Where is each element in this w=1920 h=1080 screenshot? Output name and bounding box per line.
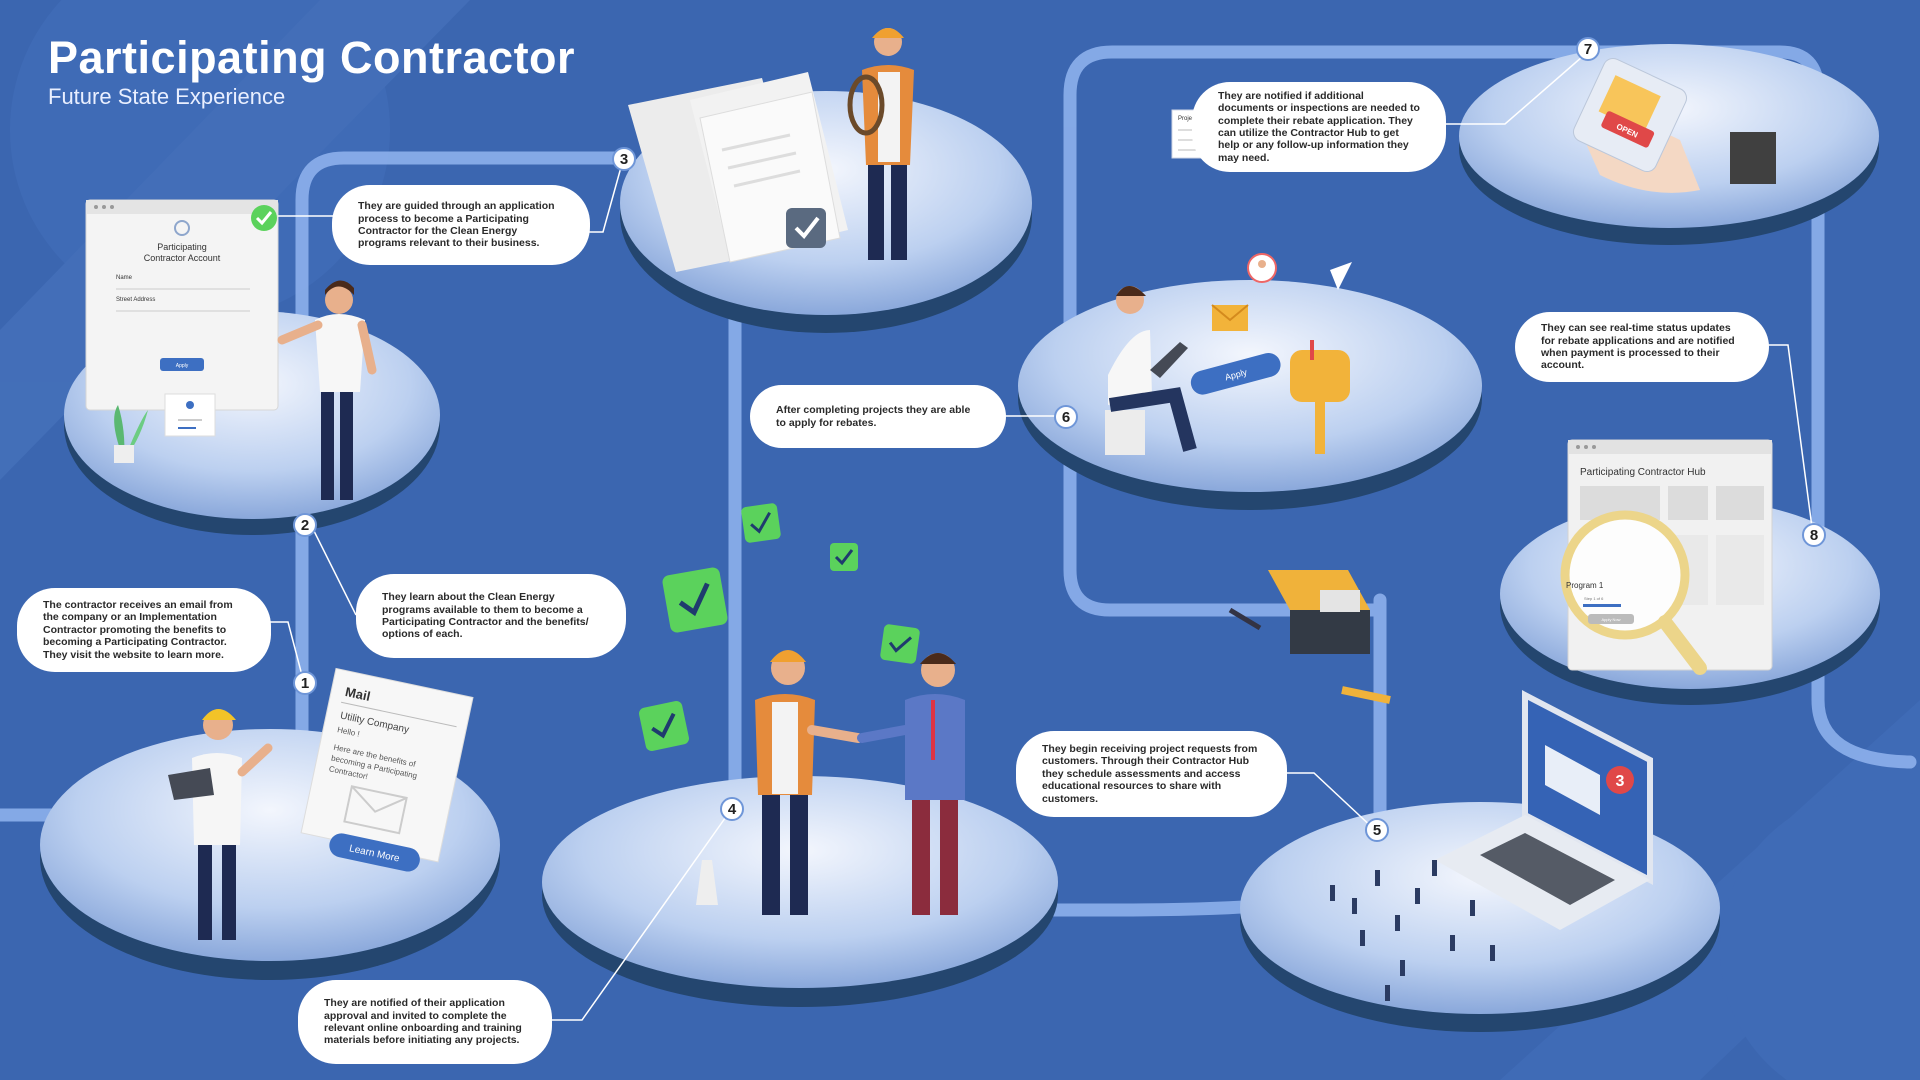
step-7-description: They are notified if additional document…: [1192, 82, 1446, 172]
hub-title: Participating Contractor Hub: [1580, 467, 1706, 478]
account-apply-button: [160, 358, 204, 371]
handshake-people: [696, 650, 965, 915]
step-marker-6: 6: [1054, 405, 1078, 429]
hub-step-label: Step 1 of 6: [1584, 596, 1604, 601]
hub-program-label: Program 1: [1566, 581, 1604, 590]
traffic-cone-icon: [696, 860, 718, 905]
step-4-description: They are notified of their application a…: [298, 980, 552, 1064]
learn-more-button: [329, 833, 420, 872]
document-check-icon: [786, 208, 826, 248]
mail-title: Mail: [344, 684, 372, 704]
step-3-description: They are guided through an application p…: [332, 185, 590, 265]
step-marker-3: 3: [612, 147, 636, 171]
step-marker-4: 4: [720, 797, 744, 821]
account-name-label: Name: [116, 275, 133, 281]
notification-count: 3: [1616, 773, 1625, 790]
step-marker-5: 5: [1365, 818, 1389, 842]
connector-lines: [268, 49, 1814, 1021]
account-street-label: Street Address: [116, 297, 155, 303]
person-presenting: [277, 280, 377, 500]
step-8-description: They can see real-time status updates fo…: [1515, 312, 1769, 382]
mailbox-icon: [1290, 350, 1350, 402]
page-title: Participating Contractor: [48, 32, 576, 83]
crowd-of-customers: [1330, 860, 1495, 1001]
documents-stack: [628, 72, 848, 272]
step-marker-8: 8: [1802, 523, 1826, 547]
step-marker-7: 7: [1576, 37, 1600, 61]
worker-with-rope: [847, 28, 914, 260]
check-badge-icon: [251, 205, 277, 231]
mail-envelope-icon: [343, 785, 408, 835]
mail-card: Mail Utility Company Hello ! Here are th…: [300, 667, 474, 872]
step-marker-1: 1: [293, 671, 317, 695]
floating-checkmarks: [639, 503, 920, 751]
toolbox-icon: [1228, 570, 1391, 704]
paper-plane-icon: [1330, 262, 1352, 290]
page-subtitle: Future State Experience: [48, 84, 286, 109]
account-form-window: Participating Contractor Account Name St…: [85, 199, 279, 463]
step-6-description: After completing projects they are able …: [750, 385, 1006, 448]
hub-apply-button: [1588, 614, 1634, 624]
step-2-description: They learn about the Clean Energy progra…: [356, 574, 626, 658]
notification-badge: [1606, 766, 1634, 794]
svg-text:Apply: Apply: [176, 363, 189, 369]
worker-with-tablet: [168, 709, 273, 940]
apply-tag: [1190, 352, 1281, 395]
account-form-title: Participating: [157, 242, 207, 252]
projects-card-title: Projects: [1178, 116, 1200, 122]
step-marker-2: 2: [293, 513, 317, 537]
svg-text:Contractor Account: Contractor Account: [144, 253, 221, 263]
phone-notification: OPEN: [1572, 57, 1776, 193]
hub-window: Participating Contractor Hub Program 1 S…: [1560, 439, 1773, 675]
step-1-description: The contractor receives an email from th…: [17, 588, 271, 672]
hub-apply-label: Apply Now: [1601, 617, 1620, 622]
laptop-notification: 3: [1435, 690, 1653, 930]
open-badge: [1601, 111, 1655, 148]
step-5-description: They begin receiving project requests fr…: [1016, 731, 1287, 817]
